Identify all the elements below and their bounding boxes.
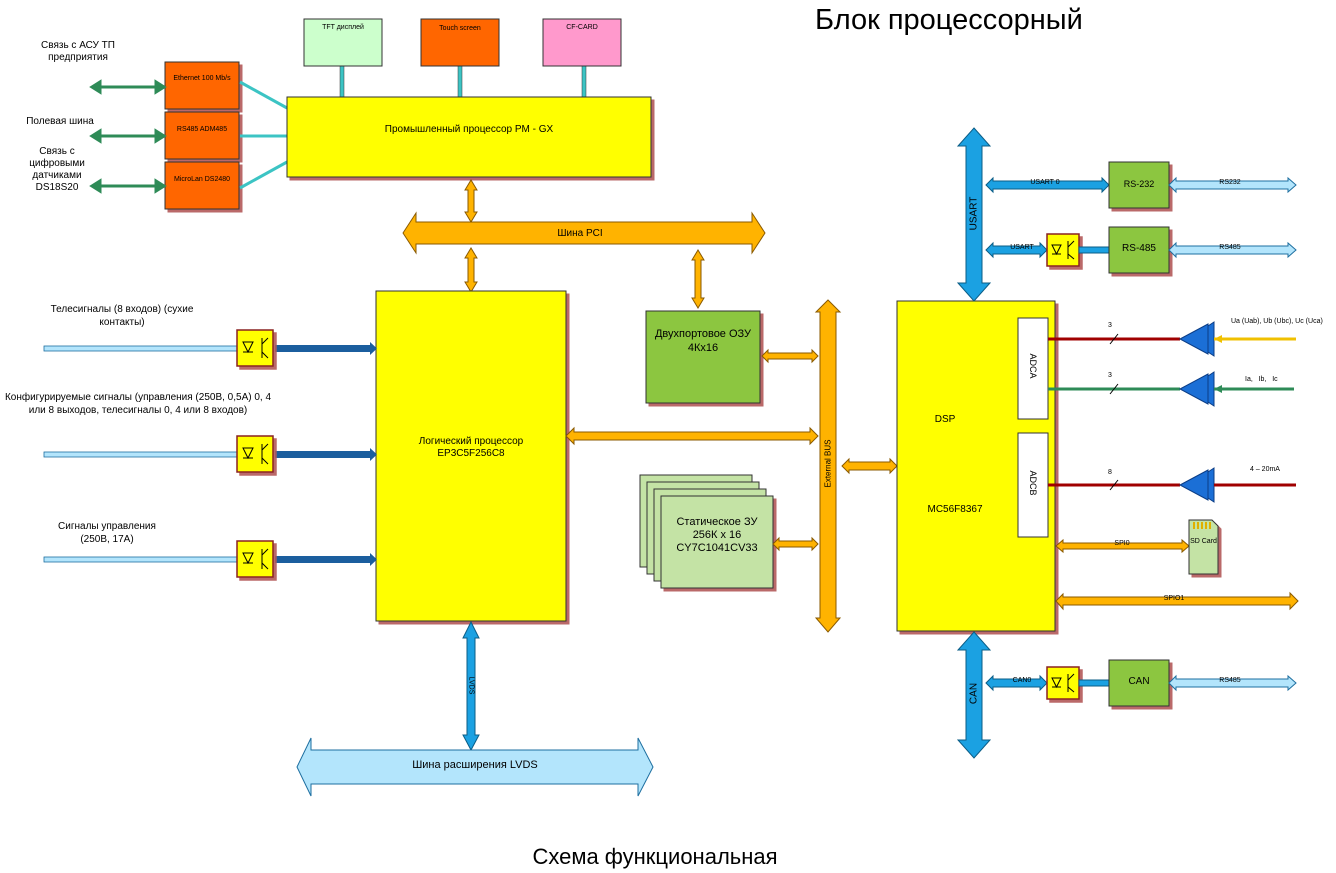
rs232-label: RS-232 (1123, 179, 1155, 189)
tft-connector (339, 65, 345, 99)
cf-connector (581, 65, 587, 99)
page-caption: Схема функциональная (532, 844, 778, 869)
adcb-count: 8 (1108, 469, 1112, 476)
label-control: Сигналы управления (250В, 17А) (58, 521, 156, 545)
rs485-out-label: RS485 (1219, 244, 1241, 251)
sd-card-icon (1188, 519, 1219, 575)
adca-block (1017, 317, 1049, 420)
pm-gx-block (286, 96, 652, 178)
can0-label: CAN0 (1012, 677, 1032, 684)
pm-gx-label: Промышленный процессор PM - GX (384, 124, 554, 135)
dpram-block (645, 310, 761, 404)
rs232-block (1108, 161, 1170, 209)
ma-input-label: 4 – 20mA (1250, 466, 1280, 473)
can-bus-label: CAN (968, 682, 980, 705)
usart0-label: USART 0 (1030, 179, 1060, 186)
dsp-chip-label: MC56F8367 (927, 504, 983, 515)
logic-processor-block (375, 290, 567, 622)
lvds-expansion-label: Шина расширения LVDS (412, 759, 538, 771)
adcb-label: ADCB (1028, 470, 1038, 496)
adcb-block (1017, 432, 1049, 538)
microlan-block (164, 161, 240, 210)
tft-label: TFT дисплей (322, 24, 364, 31)
label-asu: Связь с АСУ ТП предприятия (41, 40, 115, 63)
external-bus (814, 299, 842, 633)
adca-label: ADCA (1028, 353, 1038, 379)
rs485-adm-label: RS485 ADM485 (176, 126, 228, 133)
logic-label: Логический процессор EP3C5F256C8 (418, 436, 524, 459)
microlan-label: MicroLan DS2480 (173, 176, 231, 183)
ethernet-label: Ethernet 100 Mb/s (173, 75, 231, 82)
lvds-label: LVDS (467, 676, 475, 695)
i-inputs-label: Ia, Ib, Ic (1245, 376, 1278, 383)
cf-block (542, 18, 622, 67)
opto-can-link (1078, 679, 1110, 687)
ext-bus-label: External BUS (823, 439, 833, 488)
can-rs485-label: RS485 (1219, 677, 1241, 684)
opto-rs485-link (1078, 246, 1110, 254)
label-telesignals: Телесигналы (8 входов) (сухие контакты) (50, 304, 194, 328)
lvds-link (462, 620, 480, 752)
can-block (1108, 659, 1170, 707)
can-label: CAN (1128, 676, 1150, 687)
logic-ext-link (565, 426, 819, 446)
label-fieldbus: Полевая шина (26, 116, 94, 127)
adca-i-count: 3 (1108, 372, 1112, 379)
ethernet-block (164, 61, 240, 110)
left-io-arrows (89, 79, 167, 194)
touch-label: Touch screen (439, 25, 481, 32)
usart-bus (956, 127, 992, 302)
pci-label: Шина PCI (557, 228, 603, 239)
sram-block (660, 495, 774, 589)
u-inputs-label: Ua (Uab), Ub (Ubc), Uc (Uca) (1231, 318, 1323, 325)
usart1-label: USART (1010, 244, 1034, 251)
optocoupler-left-3 (236, 540, 274, 578)
optocoupler-can (1046, 666, 1080, 700)
ext-dsp-link (841, 457, 898, 475)
rs232-out-label: RS232 (1219, 179, 1241, 186)
touch-connector (457, 65, 463, 99)
label-configurable: Конфигурируемые сигналы (управления (250… (4, 392, 272, 416)
tft-block (303, 18, 383, 67)
sd-card-label: SD Card (1190, 538, 1217, 545)
label-digital-sensors: Связь с цифровыми датчиками DS18S20 (29, 146, 85, 193)
dpram-ext-link (761, 348, 819, 364)
rs485-label: RS-485 (1122, 243, 1156, 254)
sram-ext-link (772, 536, 819, 552)
rs485-adm-block (164, 111, 240, 160)
lvds-expansion-bus (296, 737, 654, 797)
cf-label: CF-CARD (566, 24, 598, 31)
sram-label: Статическое ЗУ 256К х 16 CY7C1041CV33 (676, 516, 758, 554)
optocoupler-usart (1046, 233, 1080, 267)
spi0-label: SPI0 (1114, 540, 1130, 547)
adc-inputs (1048, 321, 1296, 503)
rs485-out (1168, 241, 1297, 259)
adca-u-count: 3 (1108, 322, 1112, 329)
rs232-out (1168, 176, 1297, 194)
spi1-link (1055, 591, 1299, 611)
can-bus (956, 631, 992, 759)
pci-bus (402, 211, 766, 255)
dpram-label: Двухпортовое ОЗУ 4Кх16 (654, 328, 752, 354)
spi1-label: SPIO1 (1163, 595, 1185, 602)
usart-bus-label: USART (968, 196, 980, 231)
touch-block (420, 18, 500, 67)
pci-links (464, 179, 705, 309)
optocoupler-left-1 (236, 329, 274, 367)
interface-connectors (239, 80, 288, 190)
dsp-label: DSP (934, 414, 956, 425)
page-title: Блок процессорный (815, 4, 1083, 36)
optocoupler-left-2 (236, 435, 274, 473)
can-rs485-out (1168, 674, 1297, 692)
